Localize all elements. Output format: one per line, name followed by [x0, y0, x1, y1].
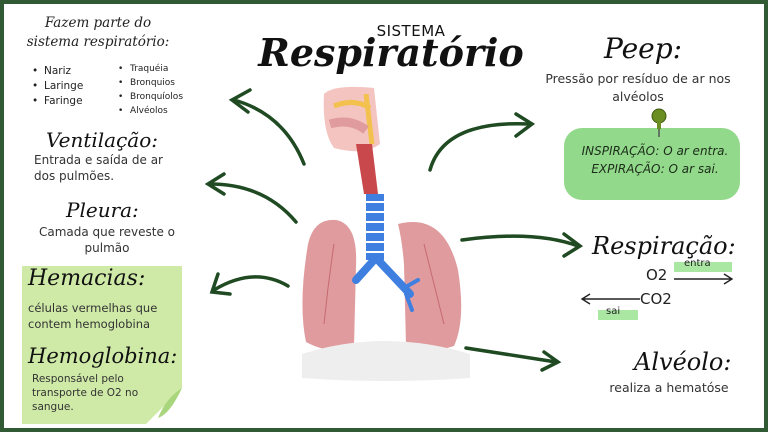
- infographic-canvas: SISTEMA Respiratório Fazem parte do sist…: [4, 4, 764, 428]
- peep-note-line2: EXPIRAÇÃO: O ar sai.: [591, 162, 719, 176]
- list-item: Traquéia: [118, 62, 218, 76]
- arrow-right-icon: [674, 273, 734, 285]
- arrow-to-peep-head: [514, 112, 536, 138]
- pleura-heading: Pleura:: [66, 198, 139, 222]
- entra-highlight: [674, 262, 732, 272]
- sai-highlight: [598, 310, 638, 320]
- intro-list-col1: Nariz Laringe Faringe: [32, 64, 112, 109]
- intro-list-col2: Traquéia Bronquios Bronquíolos Alvéolos: [118, 62, 218, 118]
- entra-label: entra: [684, 258, 711, 269]
- peep-text: Pressão por resíduo de ar nos alvéolos: [545, 71, 731, 104]
- co2-label: CO2: [640, 290, 672, 308]
- list-item: Bronquios: [118, 76, 218, 90]
- arrow-to-respiracao: [460, 234, 580, 248]
- peep-note-line1: INSPIRAÇÃO: O ar entra.: [581, 144, 729, 158]
- sai-label: sai: [606, 306, 621, 317]
- arrow-to-alveolo-head: [540, 350, 562, 372]
- respiracao-heading: Respiração:: [592, 232, 736, 260]
- connector-arrows: [204, 88, 584, 372]
- arrow-to-alveolo: [464, 346, 558, 364]
- peep-heading: Peep:: [604, 32, 683, 65]
- arrow-to-ventilacao-head: [204, 172, 226, 196]
- hemacias-heading: Hemacias:: [28, 266, 146, 291]
- o2-label: O2: [646, 266, 668, 284]
- page-title: Respiratório: [258, 30, 524, 75]
- arrow-to-peep: [428, 121, 532, 172]
- hemoglobina-text: Responsável pelo transporte de O2 no san…: [32, 373, 139, 413]
- list-item: Laringe: [32, 79, 112, 94]
- arrow-left-icon: [580, 293, 640, 305]
- list-item: Bronquíolos: [118, 90, 218, 104]
- arrow-to-respiracao-head: [562, 232, 584, 258]
- lungs-illustration: [302, 86, 470, 381]
- thumbtack-icon: [651, 108, 667, 137]
- ventilacao-text: Entrada e saída de ar dos pulmões.: [34, 153, 163, 183]
- alveolo-text: realiza a hematóse: [609, 380, 729, 395]
- arrow-to-intro: [232, 98, 306, 166]
- arrow-to-intro-head: [228, 88, 252, 114]
- list-item: Alvéolos: [118, 104, 218, 118]
- ventilacao-heading: Ventilação:: [46, 128, 158, 152]
- hemacias-text: células vermelhas que contem hemoglobina: [28, 301, 158, 331]
- peep-note: [564, 128, 740, 200]
- title-small: SISTEMA: [376, 22, 446, 40]
- arrow-to-hemacias-head: [209, 272, 232, 296]
- pleura-text: Camada que reveste o pulmão: [38, 225, 175, 255]
- note-page-curl-icon: [146, 388, 182, 424]
- hemoglobina-heading: Hemoglobina:: [28, 344, 178, 368]
- arrow-to-ventilacao: [208, 182, 298, 224]
- intro-heading: Fazem parte do sistema respiratório:: [26, 15, 170, 50]
- list-item: Faringe: [32, 94, 112, 109]
- arrow-to-hemacias: [212, 275, 290, 292]
- list-item: Nariz: [32, 64, 112, 79]
- note-hemacias: [22, 266, 182, 424]
- alveolo-heading: Alvéolo:: [634, 348, 732, 376]
